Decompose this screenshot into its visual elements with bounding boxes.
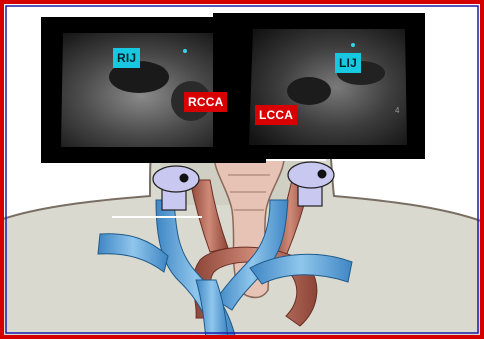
lij-label: LIJ (335, 53, 361, 73)
lcca-label: LCCA (255, 105, 297, 125)
ultrasound-panel-left-side: 4 LIJ (213, 13, 425, 159)
ultrasound-image-left: 4 (213, 13, 425, 159)
rij-label: RIJ (113, 48, 140, 68)
svg-text:4: 4 (395, 106, 400, 115)
rcca-label: RCCA (184, 92, 227, 112)
